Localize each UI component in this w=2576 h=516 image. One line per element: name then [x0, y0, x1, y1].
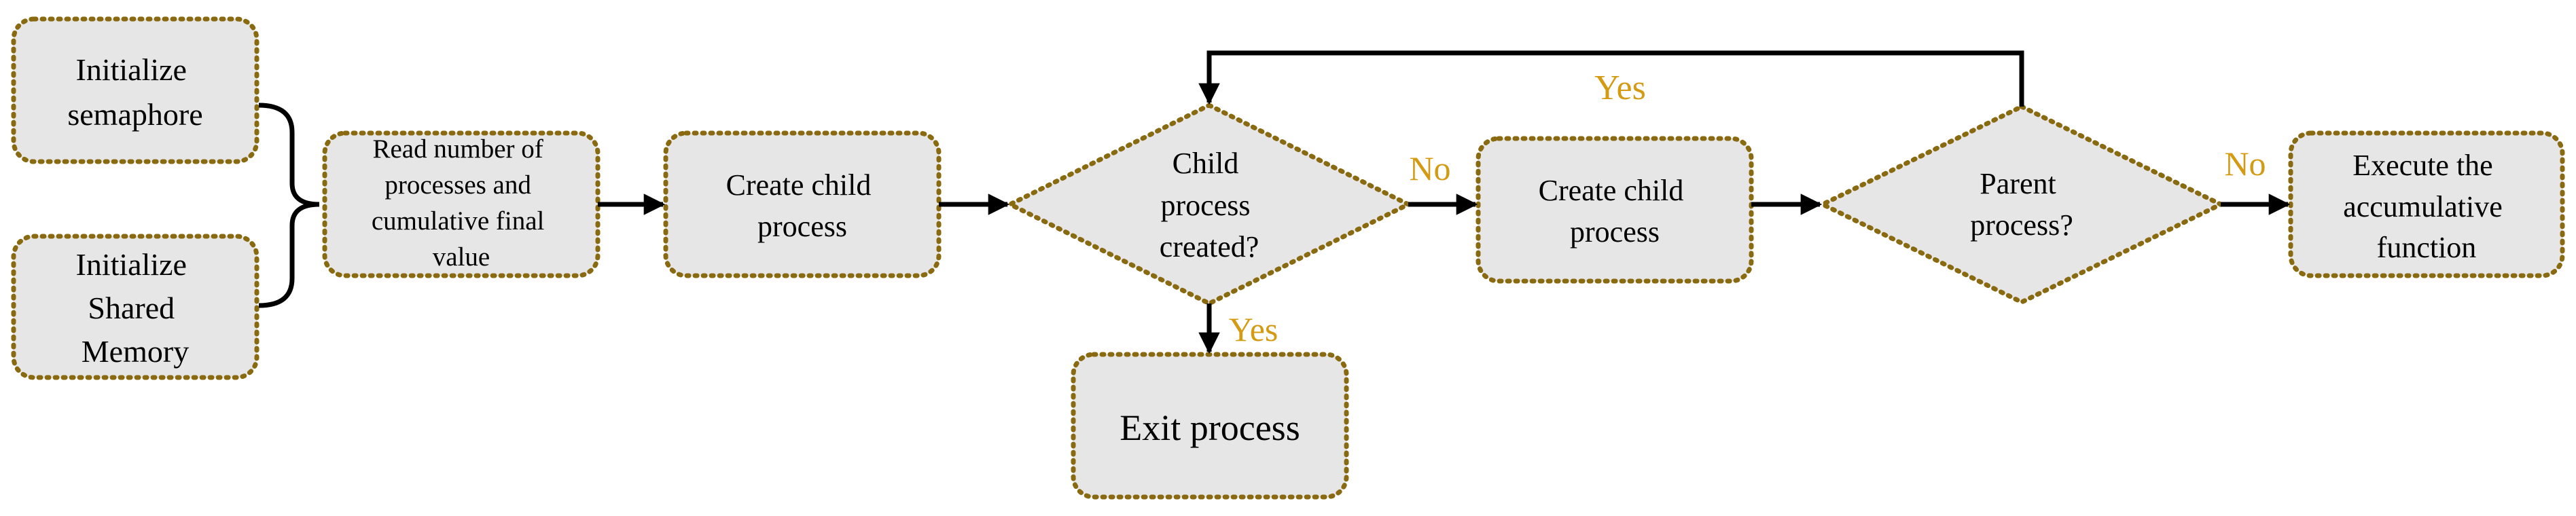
edge-label-yes-loop: Yes [1594, 69, 1646, 107]
parent-process-text: Parent process? [1970, 167, 2073, 242]
exit-process-text: Exit process [1120, 407, 1300, 448]
edge-label-no-2: No [2224, 145, 2266, 183]
merge-brace [258, 103, 320, 308]
create-child-process-1-box [663, 130, 942, 278]
read-input-box [322, 130, 601, 278]
edge-label-yes-down: Yes [1229, 310, 1278, 348]
edge-parent-loop-back [1198, 50, 2024, 107]
child-process-created-decision [1005, 103, 1414, 306]
edge-label-no-1: No [1409, 149, 1450, 187]
init-semaphore-text: Initialize semaphore [67, 52, 202, 132]
init-shared-memory-box [11, 234, 260, 380]
execute-function-box [2288, 130, 2565, 278]
create-child-process-2-text: Create child process [1539, 174, 1692, 248]
child-process-created-text: Child process created? [1160, 147, 1259, 263]
create-child-process-1-text: Create child process [726, 168, 879, 243]
exit-process-box [1071, 352, 1349, 500]
create-child-process-2-box [1475, 136, 1754, 284]
init-semaphore-box [11, 16, 260, 164]
parent-process-decision [1817, 104, 2226, 305]
execute-function-text: Execute the accumulative function [2343, 149, 2510, 264]
read-input-text: Read number of processes and cumulative … [372, 134, 551, 272]
init-shared-memory-text: Initialize Shared Memory [76, 247, 195, 369]
